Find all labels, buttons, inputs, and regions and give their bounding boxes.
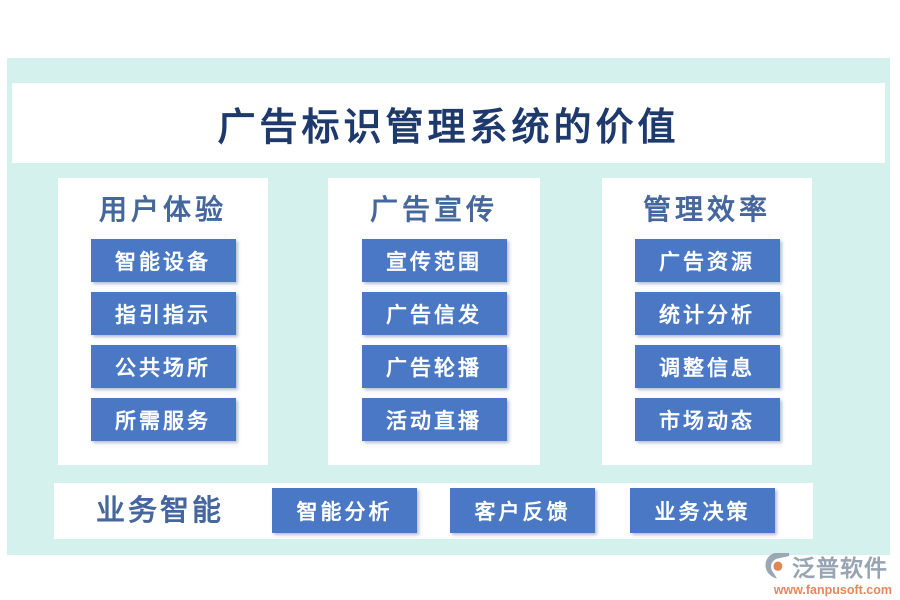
value-item: 广告轮播 — [361, 345, 507, 388]
bottom-row-business-intelligence: 业务智能 智能分析 客户反馈 业务决策 — [54, 483, 813, 539]
column-ad-promotion: 广告宣传 宣传范围 广告信发 广告轮播 活动直播 — [328, 178, 540, 465]
column-management-efficiency: 管理效率 广告资源 统计分析 调整信息 市场动态 — [602, 178, 812, 465]
value-item: 活动直播 — [361, 398, 507, 441]
value-item: 智能分析 — [272, 488, 417, 533]
value-item: 广告资源 — [634, 239, 780, 282]
column-user-experience: 用户体验 智能设备 指引指示 公共场所 所需服务 — [58, 178, 268, 465]
value-item: 宣传范围 — [361, 239, 507, 282]
fanpu-logo-brand: 泛普软件 — [792, 554, 888, 581]
fanpu-logo-icon — [764, 551, 790, 584]
page-title: 广告标识管理系统的价值 — [217, 106, 680, 149]
fanpu-logo-url: www.fanpusoft.com — [773, 583, 892, 597]
value-item: 智能设备 — [90, 239, 236, 282]
value-item: 业务决策 — [630, 488, 775, 533]
value-item: 统计分析 — [634, 292, 780, 335]
bottom-row-header: 业务智能 — [95, 495, 224, 527]
background-panel: 广告标识管理系统的价值 用户体验 智能设备 指引指示 公共场所 所需服务 广告宣… — [7, 58, 890, 555]
value-item: 广告信发 — [361, 292, 507, 335]
value-item: 指引指示 — [90, 292, 236, 335]
value-item: 市场动态 — [634, 398, 780, 441]
value-item: 公共场所 — [90, 345, 236, 388]
fanpu-logo: 泛普软件 www.fanpusoft.com — [764, 551, 892, 597]
value-item: 调整信息 — [634, 345, 780, 388]
column-header: 广告宣传 — [369, 195, 498, 226]
column-header: 用户体验 — [98, 195, 227, 226]
value-item: 所需服务 — [90, 398, 236, 441]
title-banner: 广告标识管理系统的价值 — [12, 83, 885, 163]
column-header: 管理效率 — [642, 195, 771, 226]
value-item: 客户反馈 — [450, 488, 595, 533]
